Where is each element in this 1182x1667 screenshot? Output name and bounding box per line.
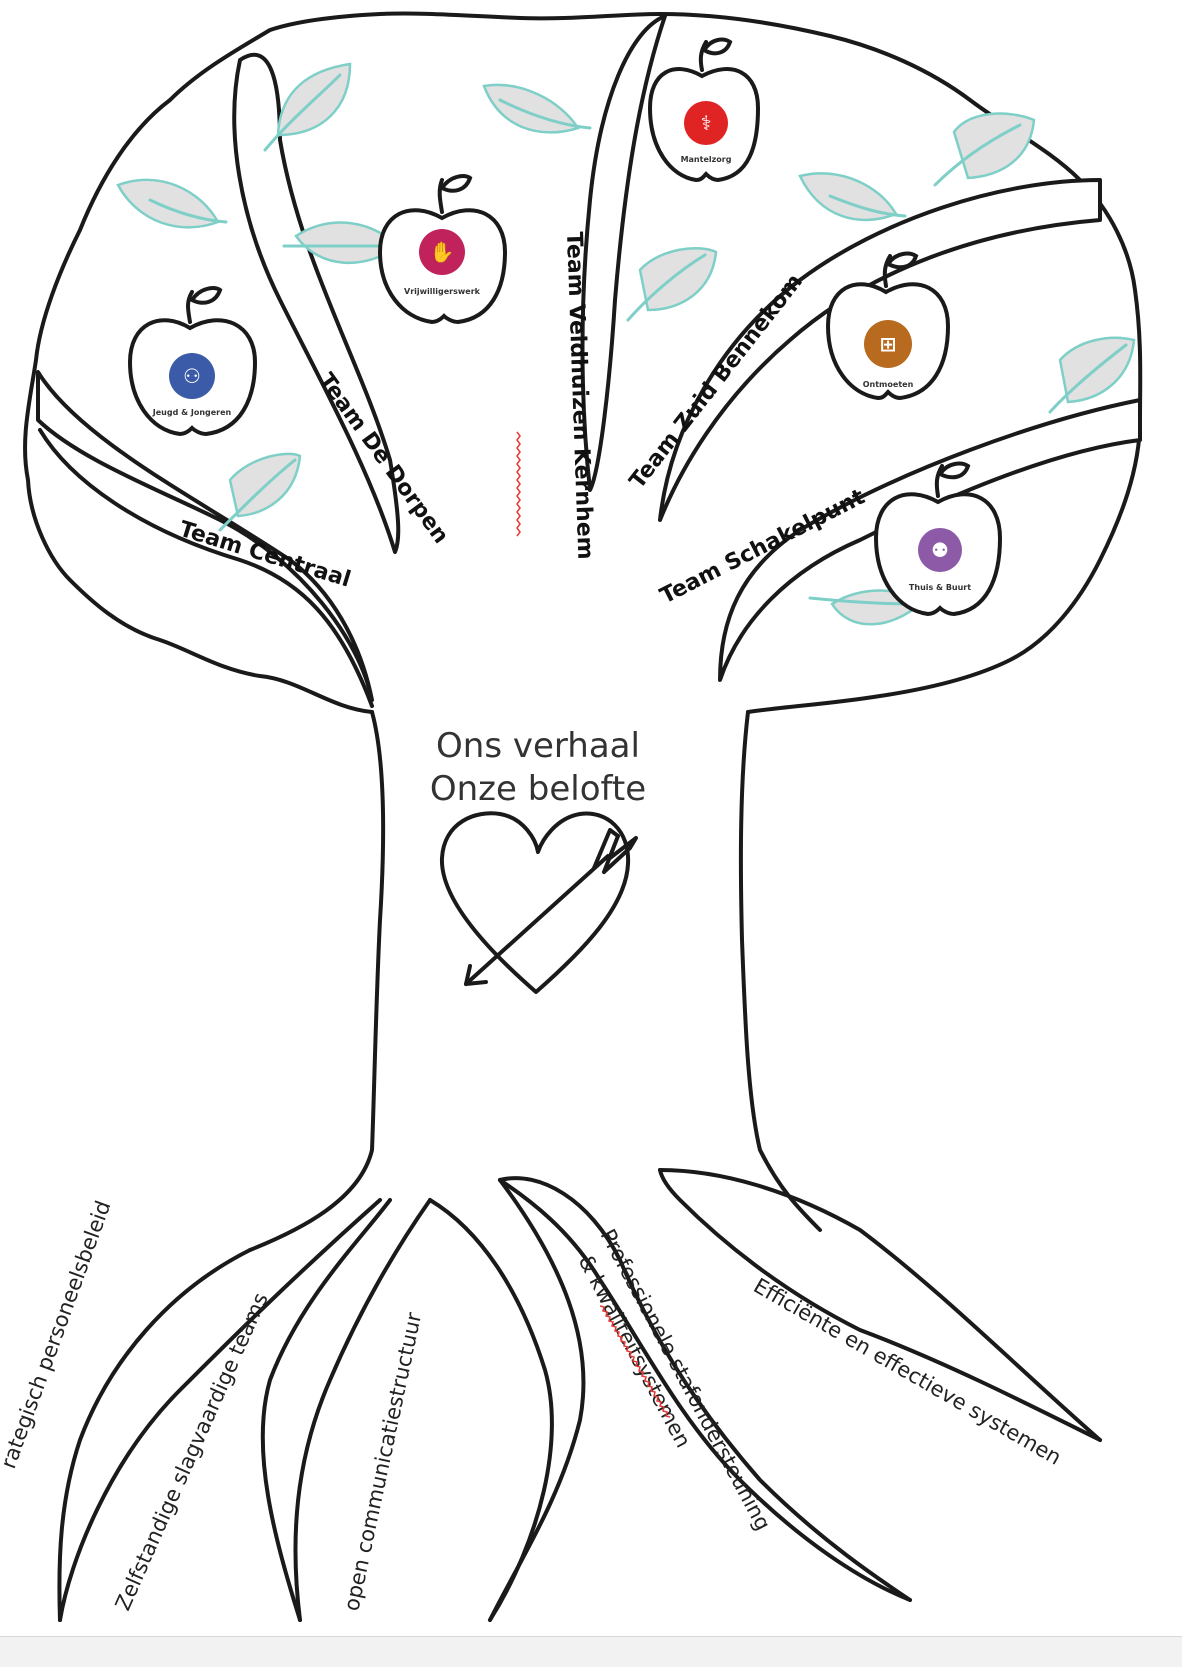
leaf <box>628 248 716 320</box>
root-label-stafondersteuning: Professionele stafondersteuning <box>596 1225 776 1534</box>
apple-jeugd-jongeren: ⚇ Jeugd & Jongeren <box>130 288 255 434</box>
apple-caption: Thuis & Buurt <box>909 583 971 592</box>
root-3 <box>430 1200 552 1620</box>
svg-text:⚕: ⚕ <box>701 111 712 135</box>
root-label-efficiente: Efficiënte en effectieve systemen <box>750 1274 1066 1470</box>
tree-trunk-right <box>741 712 820 1230</box>
svg-text:✋: ✋ <box>430 240 455 264</box>
center-title: Ons verhaal <box>436 726 640 766</box>
root-1 <box>59 1250 250 1620</box>
svg-text:⚇: ⚇ <box>183 364 201 388</box>
svg-text:⊞: ⊞ <box>880 332 897 356</box>
root-label-communicatie: open communicatiestructuur <box>339 1310 426 1613</box>
leaf <box>935 114 1034 185</box>
leaf <box>1050 338 1134 412</box>
leaf <box>118 180 226 227</box>
root-5-inner <box>660 1170 1100 1440</box>
window-bottom-bar <box>0 1636 1182 1667</box>
root-label-zelfstandige: Zelfstandige slagvaardige teams <box>111 1289 273 1614</box>
branch-label-centraal: Team Centraal <box>176 517 353 593</box>
leaf <box>484 85 590 132</box>
root-5 <box>660 1170 1100 1440</box>
root-3-inner <box>490 1180 583 1620</box>
apple-caption: Ontmoeten <box>863 380 914 389</box>
spellcheck-underline <box>517 432 520 536</box>
svg-text:⚉: ⚉ <box>931 538 949 562</box>
leaf <box>800 173 905 220</box>
apple-caption: Vrijwilligerswerk <box>404 287 481 296</box>
apple-caption: Mantelzorg <box>681 155 732 164</box>
root-label-strategisch: rategisch personeelsbeleid <box>0 1198 116 1472</box>
heart-with-arrow-icon <box>442 813 636 992</box>
center-subtitle: Onze belofte <box>430 769 646 809</box>
tree-trunk-left <box>250 712 383 1250</box>
apple-mantelzorg: ⚕ Mantelzorg <box>650 40 758 180</box>
apple-caption: Jeugd & Jongeren <box>152 408 232 417</box>
leaf <box>220 454 300 530</box>
apple-vrijwilligerswerk: ✋ Vrijwilligerswerk <box>380 176 505 322</box>
